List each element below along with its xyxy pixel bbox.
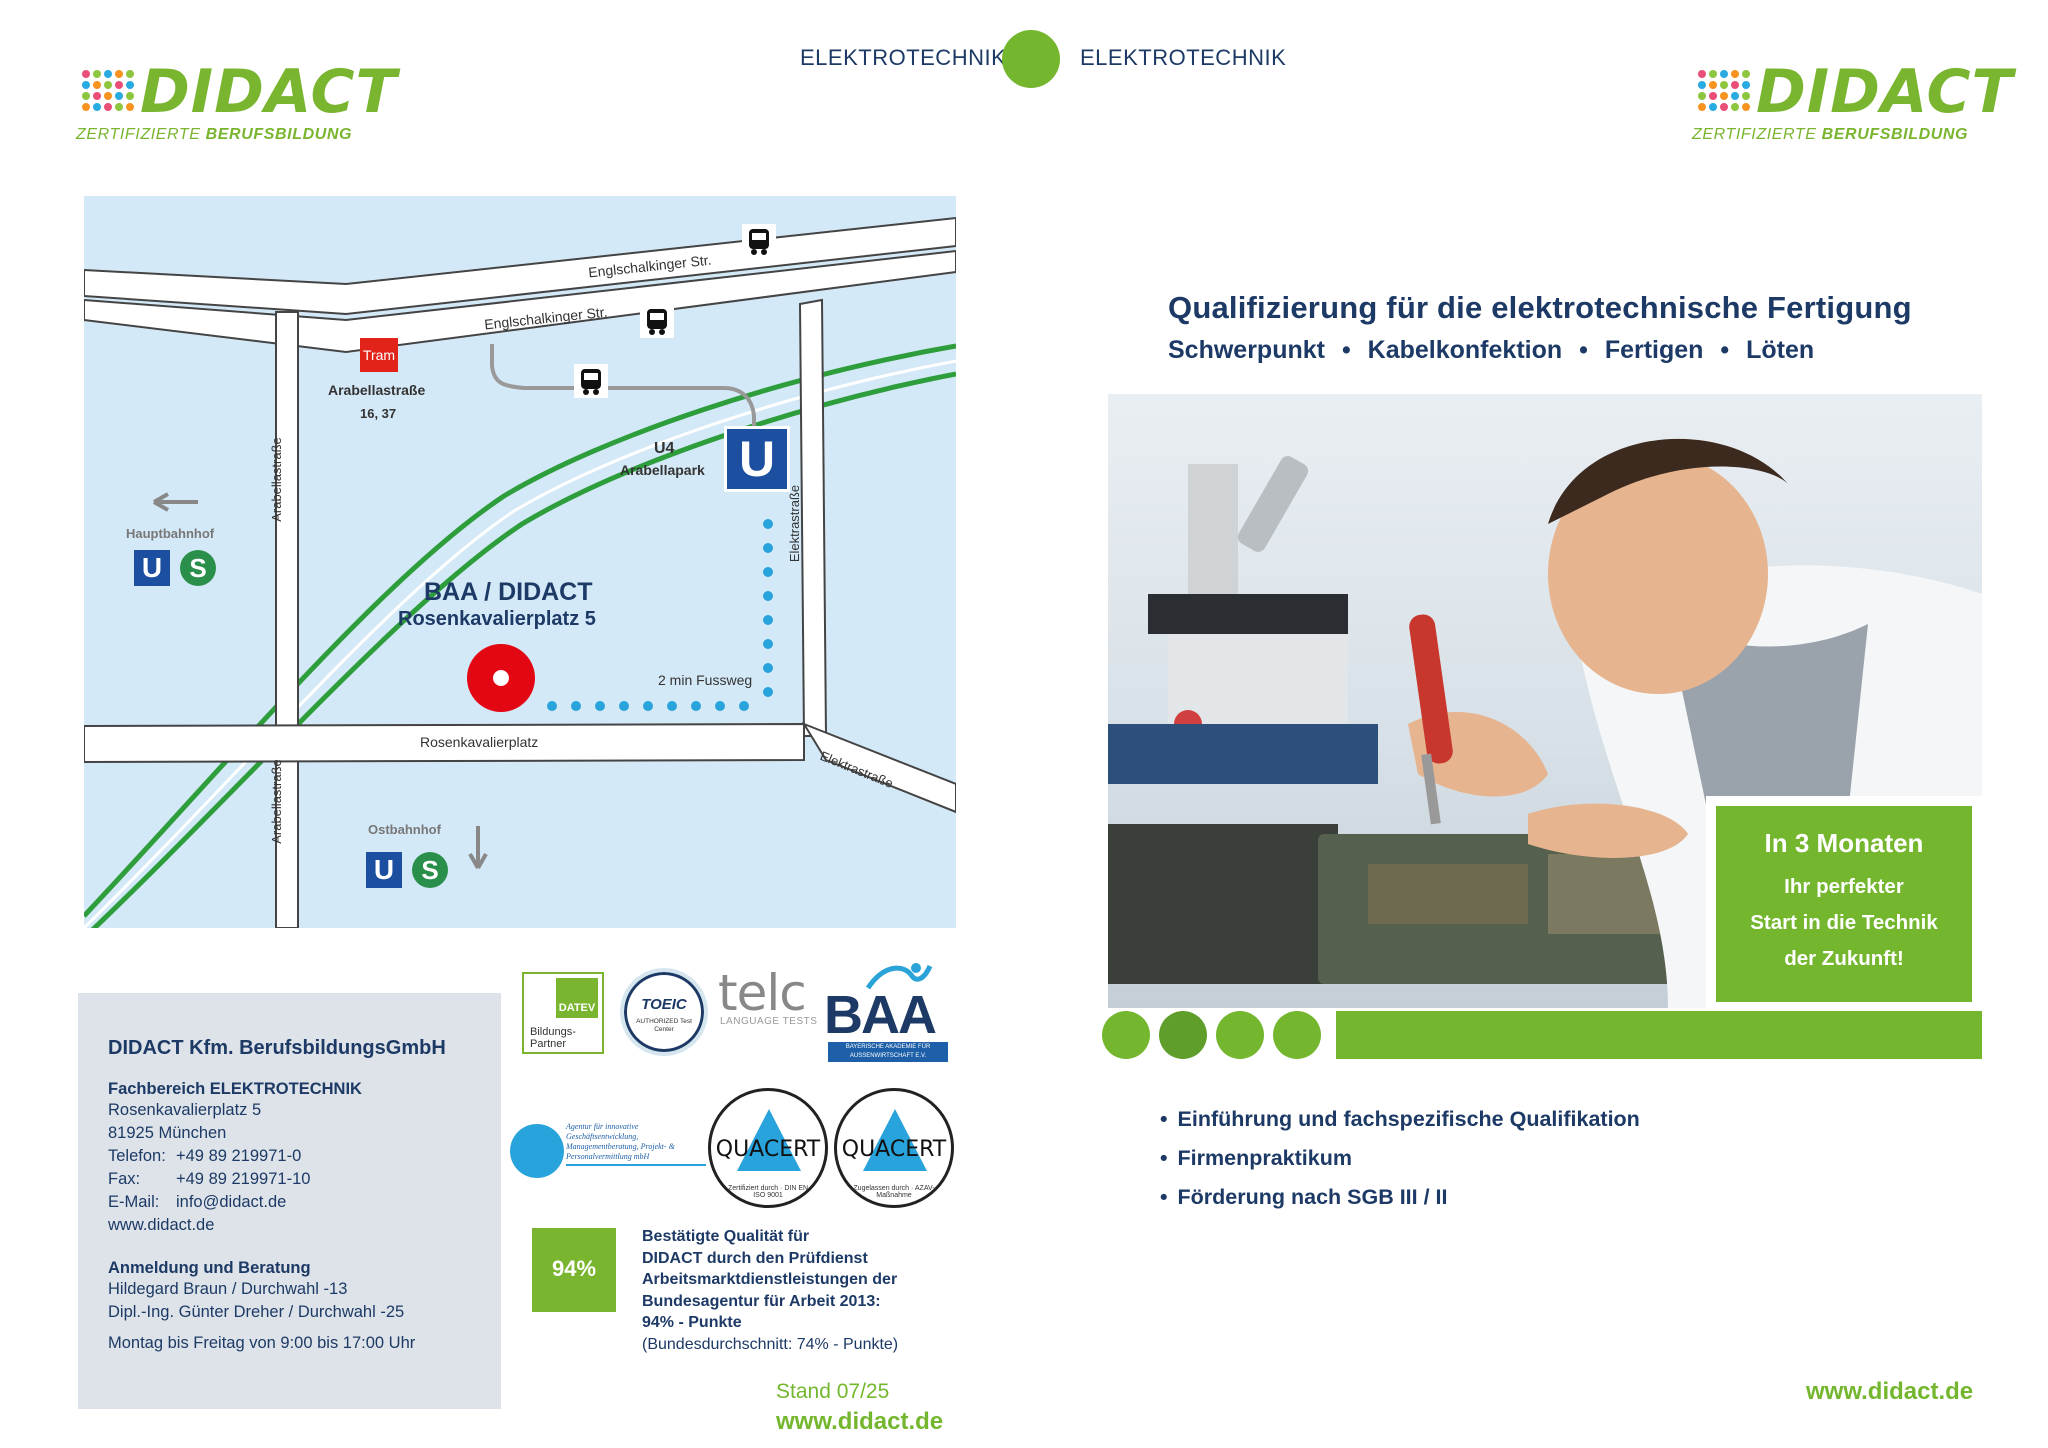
- contact-person-1: Hildegard Braun / Durchwahl -13: [108, 1280, 348, 1298]
- promo-frame: In 3 Monaten Ihr perfekter Start in die …: [1706, 796, 1982, 1008]
- quacert-seal-iso: QUACERT Zertifiziert durch · DIN EN ISO …: [708, 1088, 828, 1208]
- u4-stop-label: Arabellapark: [620, 462, 705, 478]
- contact-person-2: Dipl.-Ing. Günter Dreher / Durchwahl -25: [108, 1303, 405, 1321]
- destination-name: BAA / DIDACT: [424, 578, 593, 606]
- quality-note: (Bundesdurchschnitt: 74% - Punkte): [642, 1335, 899, 1353]
- department-heading: Fachbereich ELEKTROTECHNIK: [108, 1080, 362, 1098]
- score-value: 94%: [551, 1256, 597, 1281]
- footer-url-left[interactable]: www.didact.de: [776, 1408, 944, 1435]
- decor-dot: [1273, 1011, 1321, 1059]
- location-map: Englschalkinger Str. Englschalkinger Str…: [84, 196, 956, 928]
- header-dot: [1002, 30, 1060, 88]
- decor-dot: [1216, 1011, 1264, 1059]
- header-label-left: ELEKTROTECHNIK: [800, 45, 1007, 70]
- address-city: 81925 München: [108, 1124, 227, 1142]
- email-link[interactable]: info@didact.de: [176, 1193, 287, 1211]
- office-hours: Montag bis Freitag von 9:00 bis 17:00 Uh…: [108, 1334, 416, 1352]
- header-label-right: ELEKTROTECHNIK: [1080, 45, 1287, 70]
- promo-line-4: der Zukunft!: [1784, 947, 1904, 970]
- web-link[interactable]: www.didact.de: [108, 1216, 215, 1234]
- ubahn-icon: U: [366, 852, 402, 888]
- destination-address: Rosenkavalierplatz 5: [398, 608, 596, 630]
- map-streets: [84, 216, 956, 928]
- list-item: •Förderung nach SGB III / II: [1160, 1185, 1448, 1209]
- sbahn-icon: S: [412, 852, 448, 888]
- walk-note: 2 min Fussweg: [658, 672, 753, 688]
- list-item: •Einführung und fachspezifische Qualifik…: [1160, 1107, 1640, 1131]
- ostbahnhof-label: Ostbahnhof: [368, 822, 441, 837]
- ubahn-icon: U: [134, 550, 170, 586]
- sbahn-icon: S: [180, 550, 216, 586]
- datev-logo: DATEV: [556, 978, 598, 1018]
- registration-heading: Anmeldung und Beratung: [108, 1259, 311, 1277]
- bus-icon: [742, 224, 776, 258]
- decor-bar: [1336, 1011, 1982, 1059]
- logo-wordmark: DIDACT: [1756, 57, 2014, 127]
- promo-line-2: Ihr perfekter: [1784, 875, 1904, 898]
- baa-logo: BAA: [824, 985, 937, 1045]
- toeic-caption: AUTHORIZED Test Center: [636, 1018, 692, 1033]
- score-badge: 94%: [532, 1228, 616, 1312]
- soldering-technician-image: [1108, 438, 1982, 1008]
- fax-line: Fax:+49 89 219971-10: [108, 1170, 311, 1188]
- telc-badge: telc LANGUAGE TESTS: [718, 964, 817, 1027]
- quacert-triangle-icon: [737, 1109, 801, 1171]
- ubahn-icon: U: [724, 426, 790, 492]
- promo-headline: In 3 Monaten: [1764, 828, 1924, 858]
- dot-grid-logo-icon: [1698, 70, 1750, 111]
- decor-dot: [1102, 1011, 1150, 1059]
- quacert-logo: QUACERT: [715, 1137, 821, 1162]
- baa-swoosh-icon: [865, 963, 933, 990]
- u4-line-label: U4: [654, 440, 675, 457]
- tram-icon: Tram: [360, 338, 398, 372]
- quacert-logo: QUACERT: [841, 1137, 947, 1162]
- quacert-ring-text: Zugelassen durch · AZAV-Maßnahme: [853, 1185, 935, 1199]
- contact-box: DIDACT Kfm. BerufsbildungsGmbH Fachberei…: [78, 993, 501, 1409]
- promo-box: In 3 Monaten Ihr perfekter Start in die …: [1716, 806, 1972, 1002]
- agentur-caption: Agentur für innovative Geschäftsentwickl…: [566, 1122, 706, 1166]
- feature-list: •Einführung und fachspezifische Qualifik…: [1160, 1100, 1960, 1217]
- logo-wordmark: DIDACT: [140, 57, 398, 127]
- datev-caption: Bildungs-Partner: [530, 1026, 576, 1050]
- hauptbahnhof-label: Hauptbahnhof: [126, 526, 215, 541]
- page-title: Qualifizierung für die elektrotechnische…: [1168, 290, 1912, 325]
- focus-line: Schwerpunkt • Kabelkonfektion • Fertigen…: [1168, 336, 1815, 364]
- bus-icon: [640, 304, 674, 338]
- decor-dot: [1159, 1011, 1207, 1059]
- address-street: Rosenkavalierplatz 5: [108, 1101, 262, 1119]
- street-label-elektrastrasse-upper: Elektrastraße: [787, 484, 803, 563]
- logo-tagline: ZERTIFIZIERTE BERUFSBILDUNG: [76, 126, 353, 143]
- email-line: E-Mail:info@didact.de: [108, 1193, 287, 1211]
- toeic-badge: TOEIC AUTHORIZED Test Center: [620, 968, 708, 1056]
- quacert-ring-text: Zertifiziert durch · DIN EN ISO 9001: [727, 1185, 809, 1199]
- list-item: •Firmenpraktikum: [1160, 1146, 1352, 1170]
- baa-caption: BAYERISCHE AKADEMIE FÜR AUSSENWIRTSCHAFT…: [828, 1042, 948, 1062]
- phone-line: Telefon:+49 89 219971-0: [108, 1147, 302, 1165]
- street-label-arabellastrasse-lower: Arabellastraße: [268, 759, 284, 844]
- quacert-triangle-icon: [863, 1109, 927, 1171]
- quacert-seal-azav: QUACERT Zugelassen durch · AZAV-Maßnahme: [834, 1088, 954, 1208]
- tram-stop-name: Arabellastraße: [328, 382, 426, 398]
- toeic-logo: TOEIC: [641, 996, 687, 1013]
- street-label-arabellastrasse-upper: Arabellastraße: [268, 437, 284, 522]
- telc-logo: telc: [718, 964, 807, 1022]
- baa-badge: BAA BAYERISCHE AKADEMIE FÜR AUSSENWIRTSC…: [824, 962, 954, 1062]
- logo-tagline: ZERTIFIZIERTE BERUFSBILDUNG: [1692, 126, 1969, 143]
- telc-caption: LANGUAGE TESTS: [720, 1016, 818, 1027]
- company-name: DIDACT Kfm. BerufsbildungsGmbH: [108, 1037, 446, 1059]
- dot-grid-logo-icon: [82, 70, 134, 111]
- stand-date: Stand 07/25: [776, 1380, 890, 1403]
- quality-statement: Bestätigte Qualität für DIDACT durch den…: [642, 1226, 942, 1355]
- footer-url-right[interactable]: www.didact.de: [1806, 1378, 1974, 1405]
- bus-icon: [574, 364, 608, 398]
- agentur-badge: Agentur für innovative Geschäftsentwickl…: [510, 1120, 706, 1178]
- globe-icon: [510, 1124, 564, 1178]
- promo-line-3: Start in die Technik: [1750, 911, 1938, 934]
- datev-badge: DATEV Bildungs-Partner: [522, 972, 604, 1054]
- street-label-rosenkavalierplatz: Rosenkavalierplatz: [420, 734, 539, 750]
- tram-stop-lines: 16, 37: [360, 406, 397, 421]
